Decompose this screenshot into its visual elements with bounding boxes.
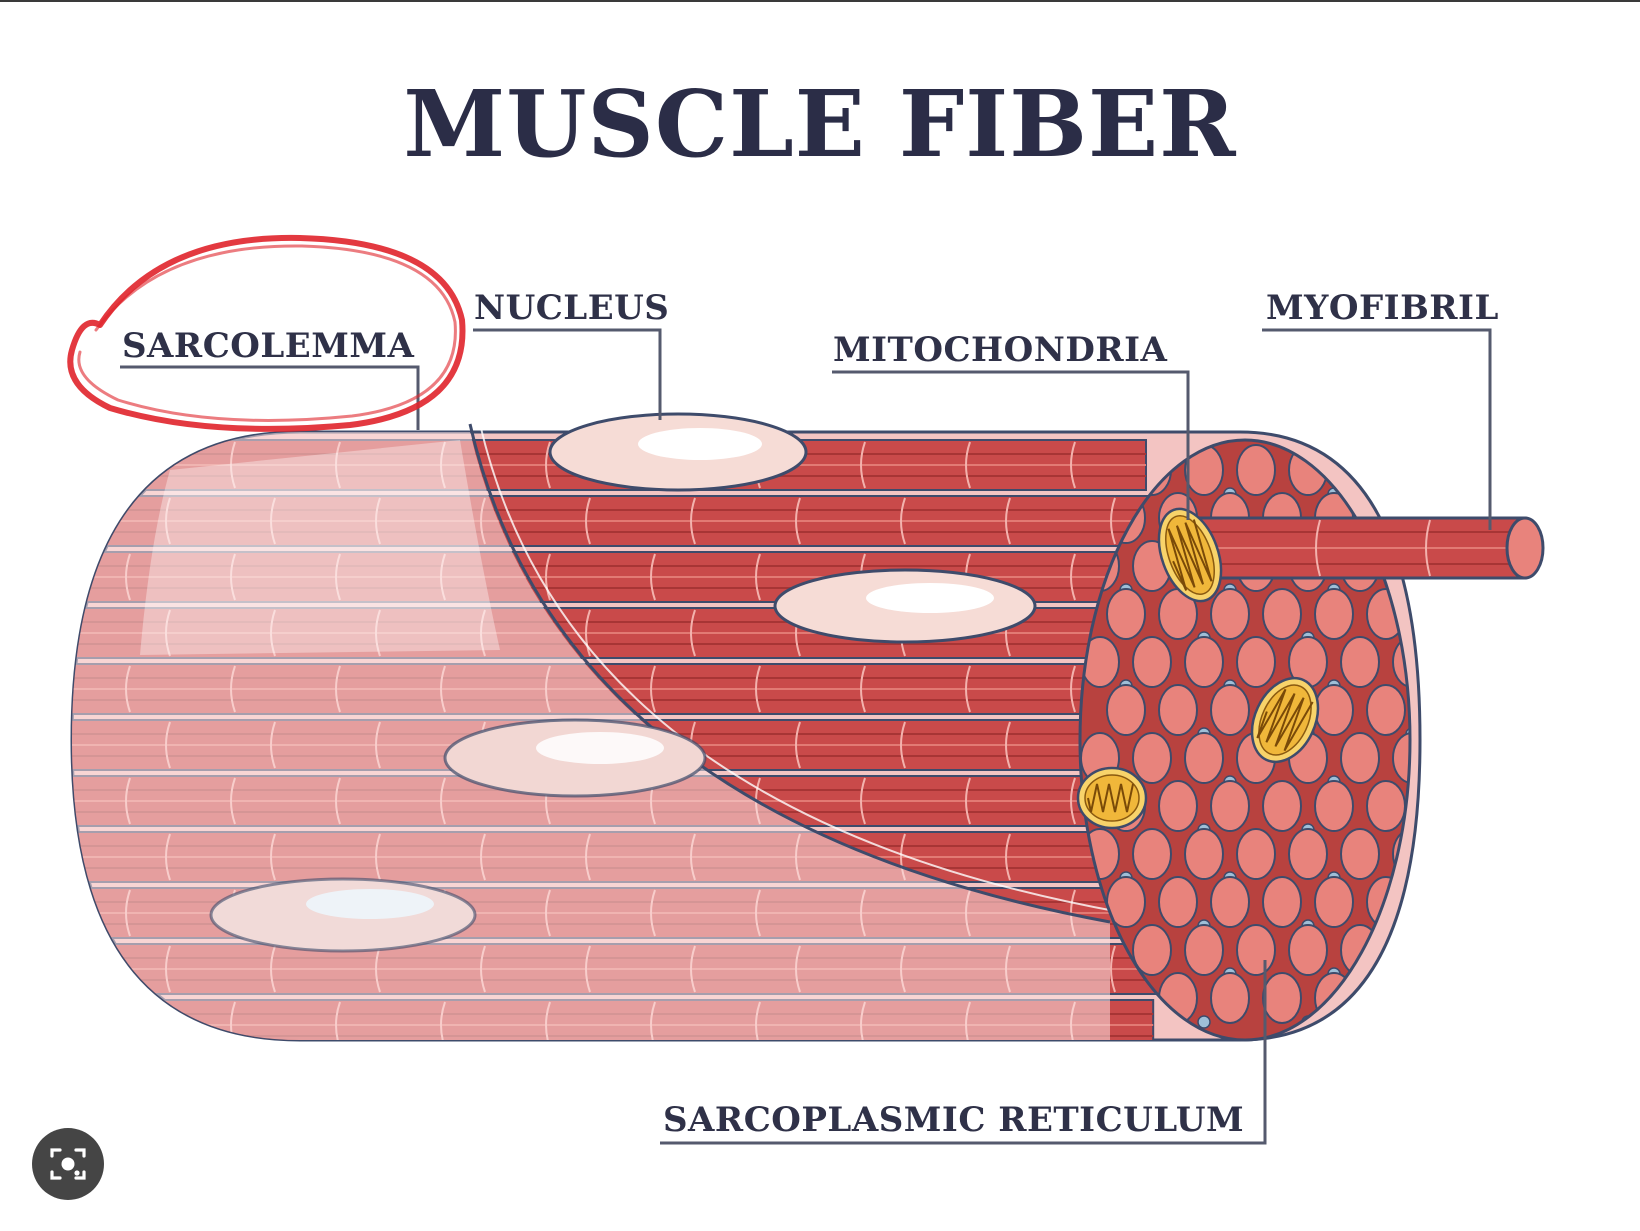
myofibril-end (1366, 684, 1406, 736)
sarcoplasmic-reticulum-tubule (1432, 680, 1444, 692)
myofibril-end (1262, 876, 1302, 928)
leader-sarcoplasmic-reticulum (660, 960, 1267, 1145)
leader-lines (120, 328, 1492, 1145)
myofibril-end (1158, 780, 1198, 832)
myofibril-end (1184, 924, 1224, 976)
myofibril-end (1262, 780, 1302, 832)
myofibril-end (1262, 972, 1302, 1024)
myofibril-end (1210, 780, 1250, 832)
sarcolemma-highlight (140, 440, 500, 655)
protruding-myofibril (1188, 516, 1545, 580)
myofibril-end (1106, 684, 1146, 736)
myofibril-end (1419, 589, 1457, 639)
myofibril-end (1158, 876, 1198, 928)
myofibril-end (1288, 828, 1328, 880)
cross-section-outline (1078, 438, 1412, 1042)
sarcoplasmic-reticulum-tubule (1405, 919, 1410, 933)
mitochondrion (1076, 766, 1148, 830)
myofibril-end (1106, 588, 1146, 640)
myofibril-end (1158, 684, 1198, 736)
myofibril-end (1314, 876, 1354, 928)
myofibril-end (1132, 732, 1172, 784)
myofibril-end (1262, 588, 1302, 640)
myofibril-end (1392, 924, 1410, 976)
myofibril-end (1366, 780, 1406, 832)
nuclei (209, 412, 1037, 953)
myofibril-end (1210, 972, 1250, 1024)
sarcoplasmic-reticulum-tubule (1432, 584, 1444, 596)
label-sarcolemma: SARCOLEMMA (122, 326, 415, 366)
myofibril-end (1184, 828, 1224, 880)
myofibril-end (1419, 973, 1457, 1023)
myofibril-end (1184, 732, 1224, 784)
myofibril-end (1184, 636, 1224, 688)
myofibril-end (1419, 877, 1457, 927)
myofibril-end (1236, 924, 1276, 976)
myofibril-end (1392, 732, 1410, 784)
label-nucleus: NUCLEUS (474, 288, 670, 328)
myofibril-end (1314, 684, 1354, 736)
leader-myofibril (1262, 328, 1492, 530)
myofibril-end (1340, 828, 1380, 880)
sarcoplasmic-reticulum-tubule (1432, 968, 1444, 980)
mitochondria-group (1076, 507, 1320, 830)
myofibril-end (1419, 685, 1457, 735)
myofibril-end (1314, 588, 1354, 640)
diagram-title: MUSCLE FIBER (403, 70, 1237, 178)
myofibril-end (1210, 876, 1250, 928)
leader-nucleus (473, 328, 662, 420)
myofibril-end (1340, 732, 1380, 784)
label-myofibril: MYOFIBRIL (1266, 288, 1499, 328)
sarcoplasmic-reticulum-tubule (1432, 872, 1444, 884)
sarcoplasmic-reticulum-tubule (1197, 1015, 1211, 1029)
myofibril-end (1419, 781, 1457, 831)
myofibril-end (1288, 924, 1328, 976)
highlight-circle (67, 234, 466, 432)
camera-search-icon (50, 1148, 86, 1180)
myofibril-end (1210, 588, 1250, 640)
myofibril-end (1340, 636, 1380, 688)
leader-sarcolemma (120, 365, 420, 430)
label-mitochondria: MITOCHONDRIA (833, 330, 1168, 370)
sarcoplasmic-reticulum-tubule (1405, 1015, 1410, 1029)
myofibril-end (1236, 828, 1276, 880)
mitochondrion (1250, 676, 1320, 764)
myofibril-end (1392, 444, 1410, 496)
myofibril-end (1236, 444, 1276, 496)
sarcoplasmic-reticulum-tubule (1432, 488, 1444, 500)
top-border (0, 0, 1640, 2)
leader-mitochondria (832, 370, 1190, 520)
myofibril-end (1132, 636, 1172, 688)
visual-search-button[interactable] (32, 1128, 104, 1200)
label-sarcoplasmic-reticulum: SARCOPLASMIC RETICULUM (663, 1100, 1245, 1140)
myofibril-end (1236, 636, 1276, 688)
mitochondrion (1157, 507, 1223, 603)
sarcoplasmic-reticulum-tubule (1432, 776, 1444, 788)
myofibril-end (1366, 972, 1406, 1024)
myofibril-end (1132, 828, 1172, 880)
myofibril-end (1210, 684, 1250, 736)
myofibril-end (1314, 780, 1354, 832)
myofibril-end (1132, 924, 1172, 976)
